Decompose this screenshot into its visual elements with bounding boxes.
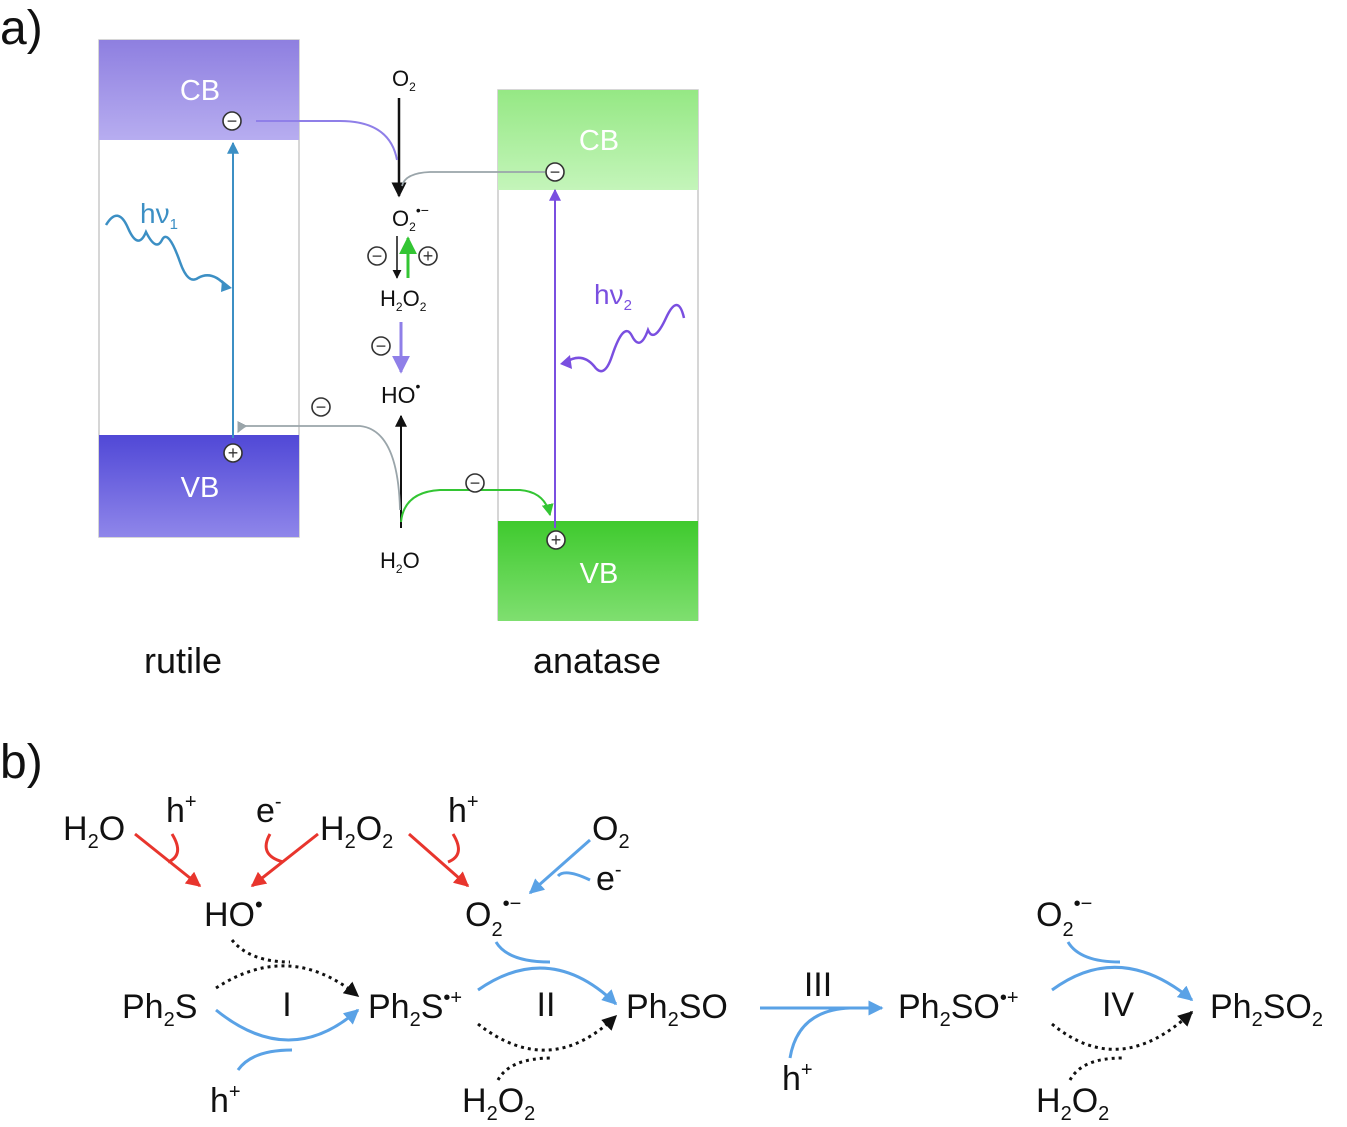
rutile-vb-band xyxy=(99,435,299,537)
oxidation-scheme: H2O h+ e- H2O2 h+ O2 e- HO• O2•− Ph2S Ph… xyxy=(63,791,1323,1125)
b-hole-1: h+ xyxy=(166,791,197,830)
o2-to-superoxide-arrow-b xyxy=(528,838,591,895)
rutile-hole: + xyxy=(223,443,243,463)
step-II: II xyxy=(537,986,556,1024)
svg-text:−: − xyxy=(227,111,238,131)
anatase-cb-label: CB xyxy=(579,125,619,157)
hole-to-step-I-arrow xyxy=(236,1048,293,1071)
anatase-photon-wave xyxy=(565,303,686,373)
step-IV: IV xyxy=(1102,986,1134,1024)
step-IV-dotted-arrow xyxy=(1051,1010,1194,1051)
b-superoxide: O2•− xyxy=(465,893,521,941)
electron1-to-ho-arrow xyxy=(264,833,284,864)
svg-text:+: + xyxy=(423,246,434,266)
reaction-center: O2 O2•− − + H2O2 − HO• − xyxy=(237,66,554,576)
anatase-cb-band xyxy=(498,90,698,190)
b-ph2so-radical: Ph2SO•+ xyxy=(898,987,1019,1031)
b-hole-2: h+ xyxy=(448,791,479,830)
water-label: H2O xyxy=(380,548,420,576)
b-ph2s-radical: Ph2S•+ xyxy=(368,987,462,1031)
svg-text:−: − xyxy=(470,473,481,493)
rutile-band-diagram: CB VB hν1 − + rutile xyxy=(98,39,300,681)
svg-text:−: − xyxy=(316,397,327,417)
b-hydroxyl-radical: HO• xyxy=(204,892,263,934)
rutile-cb-transfer-arrow xyxy=(256,120,398,161)
anatase-electron: − xyxy=(545,162,565,182)
h2o2-to-step-IV-dotted xyxy=(1068,1056,1123,1081)
step-III: III xyxy=(804,966,832,1004)
hole1-to-ho-arrow xyxy=(167,833,180,864)
anatase-vb-band xyxy=(498,521,698,621)
superoxide-label: O2•− xyxy=(392,202,429,234)
rutile-name: rutile xyxy=(144,640,222,681)
hole-to-step-III-arrow xyxy=(788,1006,851,1059)
step-II-dotted-arrow xyxy=(477,1014,618,1052)
rutile-electron: − xyxy=(222,111,242,131)
b-electron-1: e- xyxy=(256,791,282,830)
h2o2-label: H2O2 xyxy=(380,286,427,314)
h2o-to-rutile-vb-arrow xyxy=(237,420,401,511)
equilibrium-hole: + xyxy=(418,246,438,266)
hole2-to-superoxide-arrow xyxy=(447,833,460,864)
step-II-blue-arrow xyxy=(477,966,618,1006)
b-hole-3: h+ xyxy=(210,1081,241,1120)
b-superoxide-2: O2•− xyxy=(1036,893,1092,941)
svg-text:−: − xyxy=(372,246,383,266)
o2-label: O2 xyxy=(392,66,416,94)
rutile-photon-wave xyxy=(104,214,227,287)
step-I: I xyxy=(282,986,291,1024)
b-h2o2-top: H2O2 xyxy=(320,810,393,853)
b-h2o2-2: H2O2 xyxy=(1036,1082,1109,1125)
h2o2-to-superoxide-arrow-b xyxy=(408,832,470,888)
anatase-vb-label: VB xyxy=(580,558,619,590)
rutile-photon-label: hν1 xyxy=(140,198,178,233)
electron2-to-superoxide-arrow xyxy=(556,871,591,882)
b-hole-4: h+ xyxy=(782,1059,813,1098)
b-ph2s: Ph2S xyxy=(122,988,197,1031)
svg-text:+: + xyxy=(551,530,562,550)
anatase-cb-transfer-arrow xyxy=(401,171,545,187)
rutile-vb-label: VB xyxy=(181,472,220,504)
anatase-vb-transfer-electron: − xyxy=(465,473,485,493)
anatase-hole: + xyxy=(546,530,566,550)
svg-text:+: + xyxy=(228,443,239,463)
b-h2o2-1: H2O2 xyxy=(462,1082,535,1125)
step-I-dotted-arrow xyxy=(215,964,360,998)
b-water: H2O xyxy=(63,810,125,853)
water-to-ho-arrow xyxy=(134,832,202,888)
superoxide-to-step-II-arrow xyxy=(494,941,551,964)
panel-b-label: b) xyxy=(0,736,43,789)
rutile-vb-transfer-electron: − xyxy=(311,397,331,417)
svg-text:−: − xyxy=(550,162,561,182)
hydroxyl-radical-label: HO• xyxy=(381,378,421,408)
step-IV-blue-arrow xyxy=(1051,965,1194,1002)
anatase-photon-arrowhead xyxy=(560,355,572,369)
b-ph2so: Ph2SO xyxy=(626,988,728,1031)
b-ph2so2: Ph2SO2 xyxy=(1210,988,1323,1031)
panel-a-label: a) xyxy=(0,2,43,55)
h2o2-reduction-electron: − xyxy=(371,336,391,356)
b-o2-top: O2 xyxy=(592,810,630,853)
anatase-band-diagram: CB VB hν2 − + anatase xyxy=(497,89,699,681)
superoxide2-to-step-IV-arrow xyxy=(1066,941,1121,964)
ho-to-step-I-dotted xyxy=(230,939,291,964)
rutile-cb-label: CB xyxy=(180,75,220,107)
b-electron-2: e- xyxy=(596,859,622,898)
anatase-photon-label: hν2 xyxy=(594,279,632,314)
step-I-blue-arrow xyxy=(215,1008,360,1042)
rutile-cb-band xyxy=(99,40,299,140)
h2o2-to-step-II-dotted xyxy=(496,1056,553,1081)
h2o2-to-ho-arrow xyxy=(250,832,319,888)
rutile-photon-arrowhead xyxy=(221,280,232,292)
equilibrium-electron: − xyxy=(367,246,387,266)
svg-text:−: − xyxy=(376,336,387,356)
anatase-name: anatase xyxy=(533,640,661,681)
